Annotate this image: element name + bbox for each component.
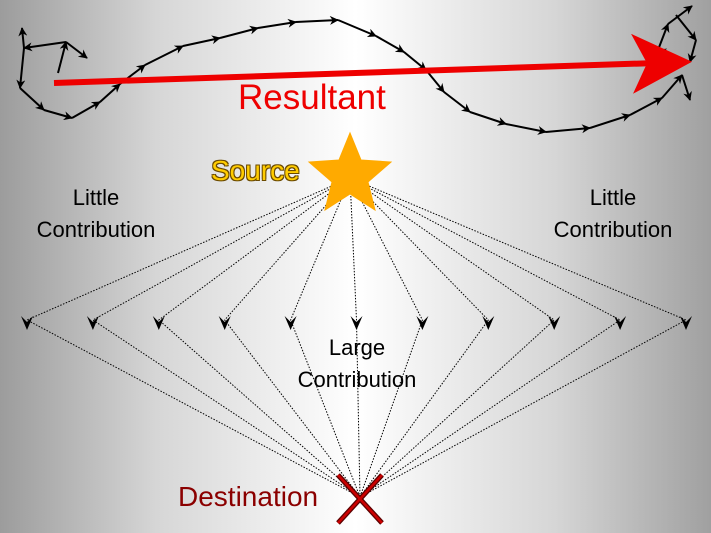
phasor-arrow <box>589 113 631 129</box>
phasor-arrow <box>657 23 670 51</box>
large-contribution-line1: Large <box>328 335 386 360</box>
little-contribution-left-line2: Contribution <box>36 217 156 242</box>
resultant-label: Resultant <box>238 78 386 117</box>
phasor-arrow <box>71 101 101 119</box>
phasor-arrow <box>545 124 591 134</box>
phasor-arrow <box>337 19 377 38</box>
phasor-arrow <box>469 111 507 126</box>
phasor-waypoint-arrow <box>152 316 165 330</box>
phasor-arrow <box>219 25 259 39</box>
phasor-arrow <box>65 41 88 59</box>
path-arrows <box>21 316 692 330</box>
source-label: Source <box>211 155 300 186</box>
phasor-arrow <box>144 45 184 66</box>
phasor-arrow <box>681 74 692 101</box>
destination-label: Destination <box>178 481 319 512</box>
phasor-arrow <box>99 83 121 103</box>
phasor-arrow <box>505 123 547 135</box>
destination-marker <box>336 473 384 525</box>
path-line <box>224 177 361 498</box>
phasor-waypoint-arrow <box>86 316 99 330</box>
phasor-arrow <box>629 97 663 116</box>
path-line <box>349 177 489 498</box>
path-line <box>349 177 423 498</box>
path-line <box>349 177 688 498</box>
path-lines <box>25 177 688 498</box>
large-contribution: Large Contribution <box>283 332 431 396</box>
phasor-arrow <box>375 35 405 53</box>
phasor-waypoint-arrow <box>284 316 297 330</box>
path-line <box>158 177 361 498</box>
phasor-arrow <box>16 47 26 89</box>
little-contribution-left: Little Contribution <box>26 182 166 246</box>
phasor-arrow <box>257 18 297 29</box>
phasor-arrow <box>675 14 697 41</box>
phasor-waypoint-arrow <box>218 316 231 330</box>
source-star <box>307 131 393 212</box>
phasor-arrow <box>43 109 73 121</box>
large-contribution-line2: Contribution <box>297 367 417 392</box>
resultant-arrow <box>53 33 692 94</box>
phasor-waypoint-arrow <box>548 316 561 330</box>
phasor-arrow <box>403 51 427 71</box>
path-line <box>25 177 361 498</box>
path-line <box>349 177 361 498</box>
phasor-arrow <box>295 15 339 25</box>
phasor-arrow <box>443 91 471 113</box>
phasor-waypoint-arrow <box>350 316 363 330</box>
path-line <box>91 177 361 498</box>
phasor-arrow <box>687 39 697 63</box>
phasor-arrow <box>667 5 693 25</box>
phasor-waypoint-arrow <box>21 316 33 330</box>
phasor-arrow <box>18 27 28 49</box>
little-contribution-right: Little Contribution <box>543 182 683 246</box>
phasor-arrow <box>661 74 683 99</box>
phasor-waypoint-arrow <box>416 316 429 330</box>
phasor-waypoint-arrow <box>680 316 692 330</box>
phasor-chain <box>16 5 697 135</box>
phasor-arrow <box>425 69 445 93</box>
phasor-arrow <box>19 87 45 111</box>
phasor-arrow <box>182 35 221 47</box>
path-line <box>290 177 361 498</box>
phasor-arrow <box>23 41 67 52</box>
phasor-waypoint-arrow <box>614 316 627 330</box>
little-contribution-right-line1: Little <box>589 185 637 210</box>
phasor-waypoint-arrow <box>482 316 495 330</box>
path-line <box>349 177 556 498</box>
phasor-arrow <box>57 41 69 74</box>
little-contribution-right-line2: Contribution <box>553 217 673 242</box>
little-contribution-left-line1: Little <box>72 185 120 210</box>
